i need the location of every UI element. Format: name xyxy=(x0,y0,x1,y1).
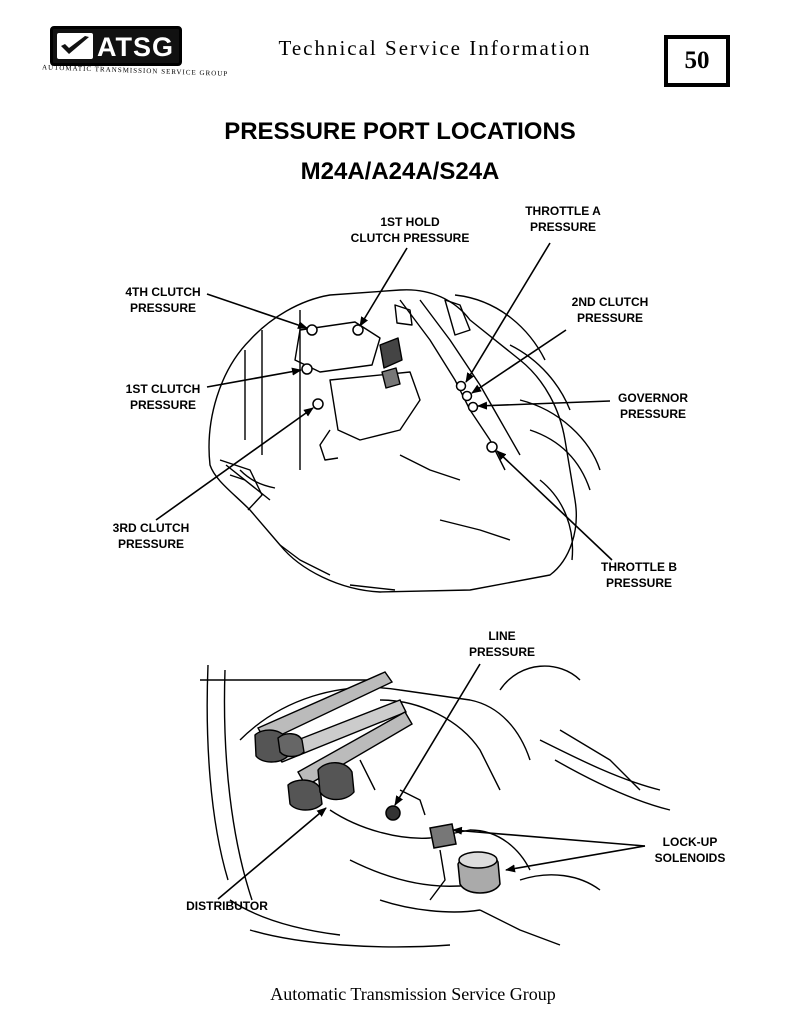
port-4th-clutch xyxy=(306,324,318,336)
port-1st-hold xyxy=(352,324,364,336)
page-number: 50 xyxy=(664,35,730,87)
port-governor xyxy=(467,401,479,413)
atsg-logo: ATSG xyxy=(50,26,182,66)
footer: Automatic Transmission Service Group xyxy=(270,984,556,1004)
port-2nd-clutch xyxy=(461,390,473,402)
port-3rd-clutch xyxy=(312,398,324,410)
pressure-ports xyxy=(301,324,498,453)
logo-wordmark: ATSG xyxy=(97,32,174,62)
port-throttle-b xyxy=(486,441,498,453)
page-title: PRESSURE PORT LOCATIONS xyxy=(224,118,576,145)
page-subtitle: M24A/A24A/S24A xyxy=(300,158,500,185)
port-line-pressure xyxy=(385,805,401,821)
lockup-solenoid-1 xyxy=(429,823,457,849)
lower-ports xyxy=(385,805,501,894)
distributor-hoses xyxy=(254,671,413,811)
leader-arrows-lower xyxy=(217,663,646,900)
label-distributor: DISTRIBUTOR xyxy=(186,899,268,913)
port-throttle-a xyxy=(455,380,467,392)
header-title: Technical Service Information xyxy=(278,36,592,60)
leader-arrows-upper xyxy=(155,242,613,561)
port-1st-clutch xyxy=(301,363,313,375)
engine-bay-drawing xyxy=(200,664,671,948)
checkmark-icon xyxy=(57,33,93,59)
